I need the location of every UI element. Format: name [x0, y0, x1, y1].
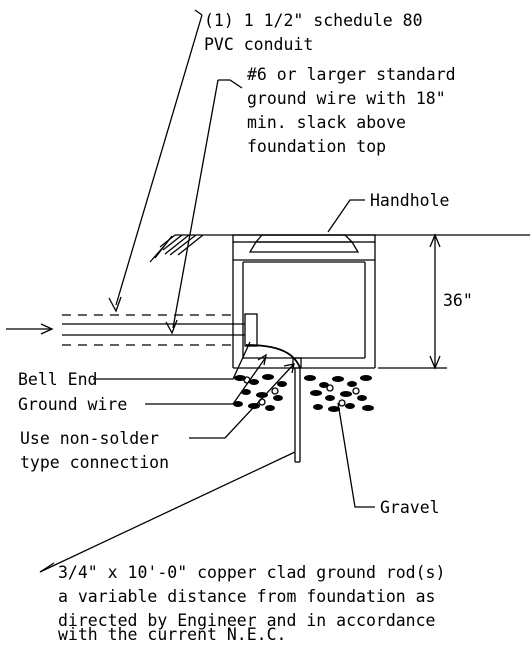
ground-rod-label-line4: with the current N.E.C.: [58, 625, 286, 644]
connection-label-line2: type connection: [20, 453, 169, 472]
ground-wire: [245, 344, 301, 369]
depth-dimension: [378, 233, 447, 370]
ground-surface: [149, 234, 530, 263]
ground-rod-label-line3: directed by Engineer and in accordance: [58, 611, 436, 630]
conduit-label-line1: (1) 1 1/2" schedule 80: [204, 11, 423, 30]
ground-rod-label-line2: a variable distance from foundation as: [58, 587, 436, 606]
pvc-conduit: [6, 314, 245, 346]
handhole-lid: [232, 234, 376, 261]
earth-hatch: [149, 234, 204, 263]
ground-wire-spec-line3: min. slack above: [247, 113, 406, 132]
ground-wire-label: Ground wire: [18, 395, 127, 414]
bell-end: [244, 313, 258, 347]
leaders: [39, 9, 375, 573]
ground-wire-spec-line1: #6 or larger standard: [247, 65, 456, 84]
connection-label-line1: Use non-solder: [20, 429, 159, 448]
depth-label: 36": [443, 291, 473, 310]
handhole-label: Handhole: [370, 191, 449, 210]
annotations: (1) 1 1/2" schedule 80 PVC conduit #6 or…: [18, 11, 473, 644]
ground-rod: [292, 357, 302, 463]
conduit-label-line2: PVC conduit: [204, 35, 313, 54]
ground-rod-label-line1: 3/4" x 10'-0" copper clad ground rod(s): [58, 563, 445, 582]
ground-wire-spec-line4: foundation top: [247, 137, 386, 156]
bell-end-label: Bell End: [18, 370, 97, 389]
gravel-label: Gravel: [380, 498, 440, 517]
gravel-bed: [233, 374, 374, 412]
ground-wire-spec-line2: ground wire with 18": [247, 89, 446, 108]
handhole-box: [232, 260, 376, 369]
